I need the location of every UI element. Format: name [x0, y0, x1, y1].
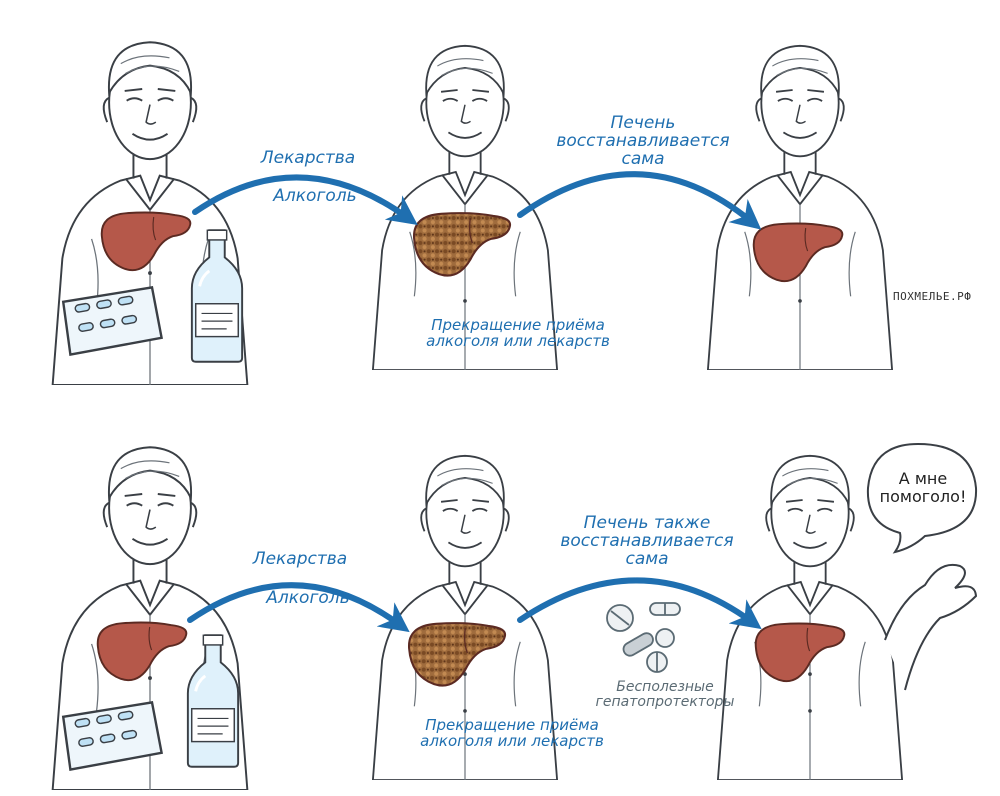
- label-alcohol-bottom: Алкоголь: [266, 588, 350, 608]
- label-recovers-bottom: Печень также восстанавливается сама: [560, 513, 734, 569]
- label-medicines-bottom: Лекарства: [252, 549, 348, 569]
- label-recovers-top: Печень восстанавливается сама: [556, 113, 730, 169]
- arrow-icon-top-2: [517, 171, 762, 230]
- label-stop-bottom: Прекращение приёма алкоголя или лекарств: [420, 716, 604, 750]
- speech-bubble-icon: [866, 442, 978, 554]
- watermark: ПОХМЕЛЬЕ.РФ: [893, 290, 972, 303]
- label-alcohol-top: Алкоголь: [273, 186, 357, 206]
- label-stop-top: Прекращение приёма алкоголя или лекарств: [426, 316, 610, 350]
- speech-bubble-text: А мне помоголо!: [879, 469, 967, 507]
- label-useless-hepatoprotectors: Бесполезные гепатопротекторы: [595, 679, 735, 710]
- arrow-icon-bottom-1: [187, 582, 410, 633]
- hand-icon: [884, 563, 978, 691]
- label-medicines-top: Лекарства: [260, 148, 356, 168]
- arrow-icon-top-1: [192, 174, 418, 226]
- pills-icon: [606, 602, 681, 673]
- arrow-icon-bottom-2: [517, 577, 762, 630]
